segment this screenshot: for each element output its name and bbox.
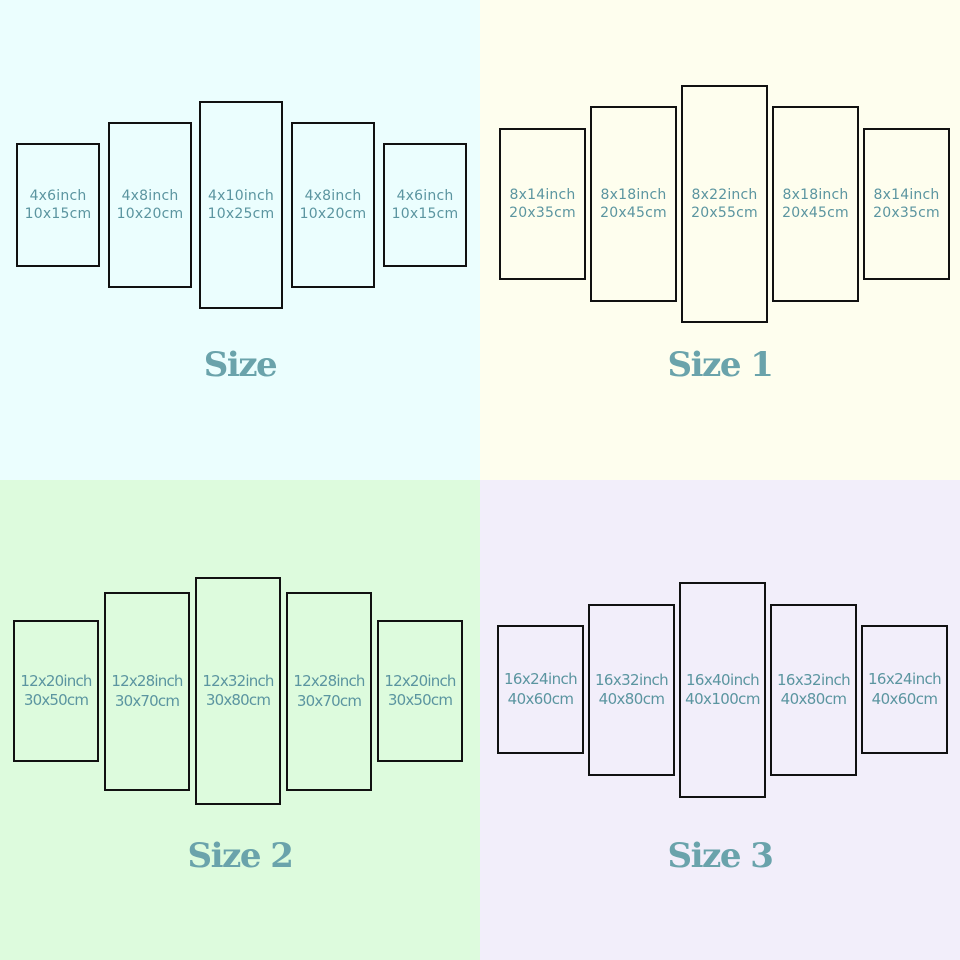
canvas-panel: 8x18inch 20x45cm bbox=[772, 106, 859, 302]
panel-inch-label: 4x10inch bbox=[208, 187, 274, 204]
panel-cm-label: 40x80cm bbox=[598, 690, 665, 708]
canvas-panel: 12x28inch 30x70cm bbox=[286, 592, 372, 791]
panel-cm-label: 10x15cm bbox=[24, 206, 92, 222]
panel-cm-label: 20x45cm bbox=[600, 205, 667, 221]
panel-inch-label: 12x28inch bbox=[111, 672, 183, 690]
panel-cm-label: 10x20cm bbox=[299, 206, 367, 222]
canvas-panel: 4x6inch 10x15cm bbox=[16, 143, 100, 267]
canvas-panel: 12x28inch 30x70cm bbox=[104, 592, 190, 791]
panel-inch-label: 4x6inch bbox=[396, 187, 454, 204]
canvas-panel: 16x24inch 40x60cm bbox=[861, 625, 948, 754]
panel-cm-label: 20x35cm bbox=[509, 205, 576, 221]
size-3-heading: Size 3 bbox=[667, 836, 774, 876]
canvas-panel: 16x24inch 40x60cm bbox=[497, 625, 584, 754]
panel-cm-label: 10x15cm bbox=[391, 206, 459, 222]
panel-cm-label: 30x70cm bbox=[296, 691, 362, 710]
size-2-heading: Size 2 bbox=[187, 836, 294, 876]
panel-cm-label: 30x80cm bbox=[205, 691, 271, 709]
panel-inch-label: 4x8inch bbox=[121, 187, 179, 204]
panel-cm-label: 40x60cm bbox=[507, 689, 574, 708]
panel-cm-label: 30x70cm bbox=[114, 691, 180, 710]
panel-inch-label: 16x40inch bbox=[685, 670, 760, 689]
canvas-panel: 4x8inch 10x20cm bbox=[291, 122, 375, 288]
panel-inch-label: 16x24inch bbox=[503, 670, 578, 688]
panel-cm-label: 40x80cm bbox=[780, 690, 847, 708]
panel-cm-label: 40x60cm bbox=[871, 689, 938, 708]
panel-cm-label: 20x45cm bbox=[782, 205, 849, 221]
size-heading: Size bbox=[203, 345, 278, 385]
panel-cm-label: 30x50cm bbox=[387, 691, 453, 709]
panel-inch-label: 8x14inch bbox=[873, 186, 940, 203]
canvas-panel: 12x20inch 30x50cm bbox=[377, 620, 463, 762]
panel-inch-label: 8x18inch bbox=[600, 186, 667, 203]
size-1-quadrant: 8x14inch 20x35cm 8x18inch 20x45cm 8x22in… bbox=[480, 0, 960, 480]
panel-cm-label: 20x55cm bbox=[691, 205, 758, 221]
canvas-panel: 16x40inch 40x100cm bbox=[679, 582, 766, 798]
panel-inch-label: 12x20inch bbox=[20, 671, 92, 690]
canvas-panel: 8x18inch 20x45cm bbox=[590, 106, 677, 302]
panel-inch-label: 16x24inch bbox=[867, 670, 942, 688]
size-2-quadrant: 12x20inch 30x50cm 12x28inch 30x70cm 12x3… bbox=[0, 480, 480, 960]
canvas-panel: 12x32inch 30x80cm bbox=[195, 577, 281, 805]
panel-cm-label: 10x25cm bbox=[207, 206, 275, 222]
panel-cm-label: 30x50cm bbox=[23, 691, 89, 709]
panel-cm-label: 10x20cm bbox=[116, 206, 184, 222]
panel-inch-label: 8x22inch bbox=[691, 186, 758, 203]
panel-inch-label: 8x18inch bbox=[782, 186, 849, 203]
canvas-panel: 8x14inch 20x35cm bbox=[863, 128, 950, 280]
panel-inch-label: 16x32inch bbox=[776, 670, 851, 689]
panel-inch-label: 12x32inch bbox=[202, 671, 274, 690]
canvas-panel: 8x22inch 20x55cm bbox=[681, 85, 768, 323]
panel-inch-label: 4x6inch bbox=[29, 187, 87, 204]
canvas-panel: 8x14inch 20x35cm bbox=[499, 128, 586, 280]
panel-inch-label: 16x32inch bbox=[594, 670, 669, 689]
panel-inch-label: 8x14inch bbox=[509, 186, 576, 203]
canvas-panel: 4x6inch 10x15cm bbox=[383, 143, 467, 267]
panel-cm-label: 40x100cm bbox=[685, 690, 760, 708]
size-quadrant: 4x6inch 10x15cm 4x8inch 10x20cm 4x10inch… bbox=[0, 0, 480, 480]
canvas-panel: 16x32inch 40x80cm bbox=[588, 604, 675, 776]
panel-inch-label: 12x28inch bbox=[293, 672, 365, 690]
canvas-panel: 12x20inch 30x50cm bbox=[13, 620, 99, 762]
panel-cm-label: 20x35cm bbox=[873, 205, 940, 221]
canvas-panel: 4x10inch 10x25cm bbox=[199, 101, 283, 309]
size-1-heading: Size 1 bbox=[667, 345, 774, 385]
canvas-panel: 4x8inch 10x20cm bbox=[108, 122, 192, 288]
panel-inch-label: 12x20inch bbox=[384, 671, 456, 690]
canvas-panel: 16x32inch 40x80cm bbox=[770, 604, 857, 776]
size-3-quadrant: 16x24inch 40x60cm 16x32inch 40x80cm 16x4… bbox=[480, 480, 960, 960]
panel-inch-label: 4x8inch bbox=[304, 187, 362, 204]
